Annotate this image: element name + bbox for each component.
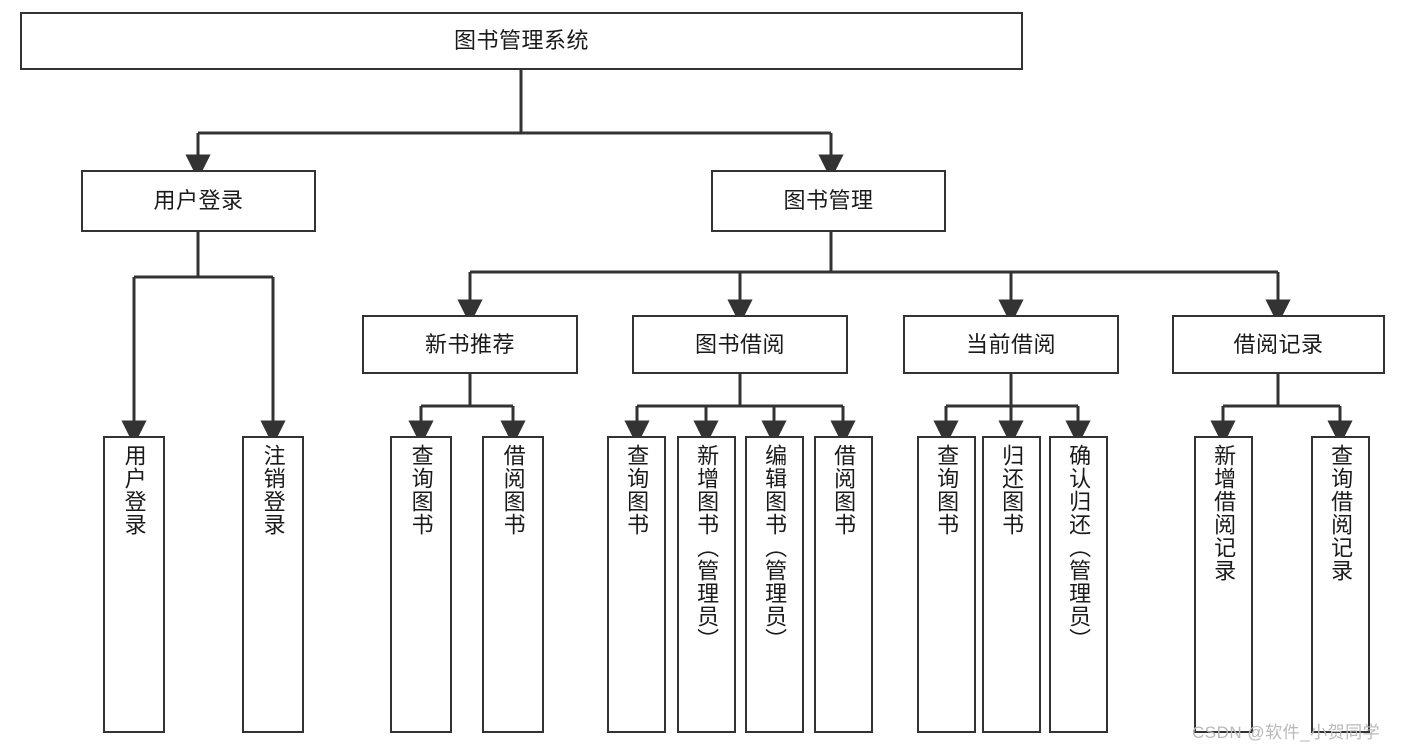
node-leaf-borrow-book-1[interactable]: 借阅图书 bbox=[482, 436, 544, 733]
node-leaf-query-book-3[interactable]: 查询图书 bbox=[917, 436, 976, 733]
node-current-borrow[interactable]: 当前借阅 bbox=[903, 315, 1119, 374]
node-user-login[interactable]: 用户登录 bbox=[81, 170, 316, 232]
node-leaf-add-book[interactable]: 新增图书（管理员） bbox=[677, 436, 736, 733]
node-leaf-query-book-2-label: 查询图书 bbox=[624, 444, 650, 536]
node-leaf-query-book-1-label: 查询图书 bbox=[408, 444, 434, 536]
node-leaf-edit-book-label: 编辑图书（管理员） bbox=[762, 444, 788, 651]
node-leaf-add-record[interactable]: 新增借阅记录 bbox=[1194, 436, 1253, 733]
node-leaf-confirm-return[interactable]: 确认归还（管理员） bbox=[1049, 436, 1108, 733]
node-leaf-query-book-1[interactable]: 查询图书 bbox=[390, 436, 452, 733]
node-book-manage[interactable]: 图书管理 bbox=[711, 170, 946, 232]
node-book-borrow-label: 图书借阅 bbox=[694, 331, 785, 357]
node-leaf-user-logout-label: 注销登录 bbox=[260, 444, 286, 536]
node-leaf-query-book-2[interactable]: 查询图书 bbox=[607, 436, 666, 733]
node-leaf-add-record-label: 新增借阅记录 bbox=[1211, 444, 1237, 582]
node-leaf-borrow-book-2-label: 借阅图书 bbox=[831, 444, 857, 536]
node-borrow-record[interactable]: 借阅记录 bbox=[1172, 315, 1385, 374]
node-leaf-return-book-label: 归还图书 bbox=[999, 444, 1025, 536]
node-leaf-confirm-return-label: 确认归还（管理员） bbox=[1066, 444, 1092, 651]
node-leaf-edit-book[interactable]: 编辑图书（管理员） bbox=[745, 436, 804, 733]
node-current-borrow-label: 当前借阅 bbox=[965, 331, 1056, 357]
node-book-manage-label: 图书管理 bbox=[783, 188, 874, 214]
node-new-book-recommend[interactable]: 新书推荐 bbox=[362, 315, 578, 374]
node-leaf-borrow-book-2[interactable]: 借阅图书 bbox=[814, 436, 873, 733]
node-leaf-add-book-label: 新增图书（管理员） bbox=[694, 444, 720, 651]
node-leaf-query-book-3-label: 查询图书 bbox=[934, 444, 960, 536]
node-leaf-user-logout[interactable]: 注销登录 bbox=[242, 436, 304, 733]
node-leaf-query-record[interactable]: 查询借阅记录 bbox=[1311, 436, 1370, 733]
node-leaf-return-book[interactable]: 归还图书 bbox=[982, 436, 1041, 733]
node-borrow-record-label: 借阅记录 bbox=[1233, 331, 1324, 357]
node-root-label: 图书管理系统 bbox=[453, 28, 589, 54]
node-book-borrow[interactable]: 图书借阅 bbox=[632, 315, 848, 374]
node-leaf-user-login[interactable]: 用户登录 bbox=[103, 436, 165, 733]
node-leaf-borrow-book-1-label: 借阅图书 bbox=[500, 444, 526, 536]
node-new-book-recommend-label: 新书推荐 bbox=[424, 331, 515, 357]
node-leaf-query-record-label: 查询借阅记录 bbox=[1328, 444, 1354, 582]
node-user-login-label: 用户登录 bbox=[153, 188, 244, 214]
node-root[interactable]: 图书管理系统 bbox=[20, 12, 1023, 70]
csdn-watermark: CSDN @软件_小贺同学 bbox=[1192, 723, 1381, 742]
node-leaf-user-login-label: 用户登录 bbox=[121, 444, 147, 536]
